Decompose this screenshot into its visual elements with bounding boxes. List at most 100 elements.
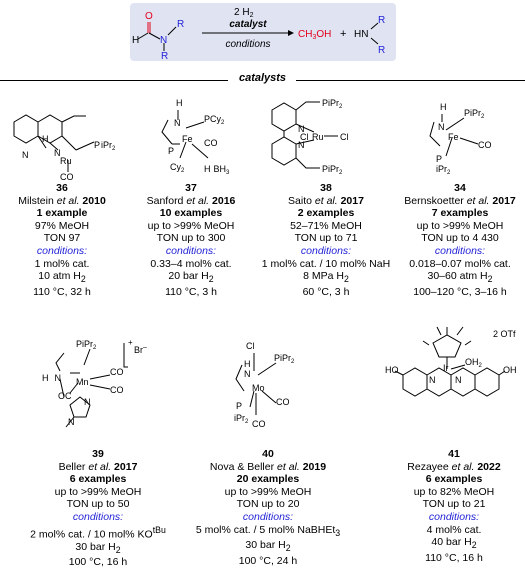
atom-co2: CO [252, 419, 266, 429]
atom-n2: N [54, 148, 61, 158]
structure-40: Cl H N Mo PiPr2 P iPr2 CO CO [234, 341, 295, 429]
structure-38: N N Ru Cl Cl PiPr2 PiPr2 [271, 98, 349, 176]
formamide-o: O [145, 11, 153, 22]
catalyst-author: Nova & Beller et al. 2019 [209, 460, 327, 473]
counter-ion-br: Br– [134, 344, 147, 355]
charge-plus: + [128, 338, 133, 347]
caption-36: 36 Milstein et al. 2010 1 example 97% Me… [0, 182, 124, 298]
yield: 97% MeOH [34, 219, 90, 232]
atom-co: CO [478, 140, 492, 150]
yield: up to 82% MeOH [413, 485, 495, 498]
caption-39: 39 Beller et al. 2017 6 examples up to >… [28, 448, 168, 569]
condition-1: 2 mol% cat. / 10 mol% KOtBu [30, 524, 166, 541]
atom-p2: P [236, 401, 242, 411]
ton: TON up to 4 430 [421, 232, 499, 245]
reaction-scheme-box [130, 3, 396, 61]
examples-count: 6 examples [425, 473, 483, 486]
atom-oh2: OH2 [465, 357, 483, 369]
condition-1: 5 mol% cat. / 5 mol% NaBHEt3 [195, 523, 341, 538]
condition-1: 1 mol% cat. / 10 mol% NaH [261, 257, 391, 270]
condition-2: 20 bar H2 [168, 270, 214, 285]
condition-2: 8 MPa H2 [303, 270, 349, 285]
plus-sign: + [340, 28, 346, 40]
condition-2: 10 atm H2 [38, 270, 86, 285]
condition-3: 110 °C, 16 h [425, 551, 483, 564]
conditions-label: conditions: [300, 244, 352, 257]
atom-co: CO [60, 172, 74, 182]
examples-count: 6 examples [69, 473, 127, 486]
catalyst-number: 34 [454, 182, 466, 194]
examples-count: 7 examples [431, 207, 489, 220]
atom-co: CO [204, 138, 218, 148]
condition-1: 0.018–0.07 mol% cat. [409, 257, 511, 270]
atom-n2: N [455, 375, 462, 385]
atom-fe: Fe [448, 132, 459, 142]
atom-mn: Mn [76, 377, 89, 387]
methanol: CH3OH [298, 29, 331, 41]
atom-pcy2: PCy2 [204, 114, 225, 126]
ton: TON up to 21 [422, 498, 486, 511]
conditions-label: conditions: [434, 244, 486, 257]
conditions-label: conditions: [36, 244, 88, 257]
atom-cl2: Cl [340, 132, 349, 142]
condition-1: 0.33–4 mol% cat. [150, 257, 232, 270]
condition-3: 60 °C, 3 h [302, 285, 350, 298]
catalyst-number: 37 [185, 182, 197, 194]
amine-hn: HN [354, 29, 368, 40]
atom-n2: N [84, 397, 91, 407]
examples-count: 1 example [36, 207, 88, 220]
condition-3: 110 °C, 32 h [33, 285, 91, 298]
condition-2: 30 bar H2 [75, 540, 121, 555]
catalyst-author: Saito et al. 2017 [288, 194, 364, 207]
atom-cl1: Cl [300, 132, 309, 142]
conditions-label: conditions: [242, 510, 294, 523]
atom-oh: OH [503, 365, 517, 375]
atom-n1: N [429, 375, 436, 385]
atom-ipr2: iPr2 [436, 164, 451, 176]
examples-count: 2 examples [297, 207, 355, 220]
atom-cy2: Cy2 [170, 162, 185, 174]
atom-p: P [168, 146, 174, 156]
reagent-h2: 2 H2 [234, 7, 254, 19]
atom-p-ipr2: PiPr2 [94, 140, 116, 152]
catalyst-author: Beller et al. 2017 [58, 460, 138, 473]
ton: TON up to 50 [66, 498, 130, 511]
atom-n: N [438, 122, 445, 132]
atom-n3: N [68, 417, 75, 427]
atom-ru: Ru [60, 156, 72, 166]
catalyst-number: 39 [92, 448, 104, 460]
atom-p: PiPr2 [76, 339, 97, 351]
yield: up to >99% MeOH [224, 485, 312, 498]
atom-p1: PiPr2 [274, 353, 295, 365]
atom-n: N [244, 369, 251, 379]
amine-r2: R [378, 45, 385, 56]
conditions-label: conditions: [165, 244, 217, 257]
catalyst-author: Milstein et al. 2010 [18, 194, 106, 207]
atom-p1: PiPr2 [322, 98, 343, 110]
catalyst-author: Bernskoetter et al. 2017 [404, 194, 516, 207]
ton: TON up to 71 [294, 232, 358, 245]
atom-h: H [176, 98, 183, 108]
catalyst-label: catalyst [229, 19, 267, 30]
examples-count: 20 examples [236, 473, 300, 486]
structure-41: 2 OTf HO OH Ir OH2 N N [385, 326, 517, 397]
catalyst-number: 36 [56, 182, 68, 194]
catalyst-number: 40 [262, 448, 274, 460]
atom-ipr2: iPr2 [234, 413, 249, 425]
conditions-label: conditions [225, 39, 270, 50]
yield: up to >99% MeOH [147, 219, 235, 232]
catalyst-author: Sanford et al. 2016 [146, 194, 236, 207]
formamide-h: H [132, 35, 139, 46]
ton: TON 97 [43, 232, 81, 245]
caption-38: 38 Saito et al. 2017 2 examples 52–71% M… [256, 182, 396, 298]
formamide-r1: R [177, 19, 184, 30]
condition-3: 100 °C, 16 h [68, 556, 128, 569]
atom-ho: HO [385, 365, 399, 375]
atom-n2: N [298, 140, 305, 150]
condition-3: 100–120 °C, 3–16 h [413, 285, 507, 298]
atom-fe: Fe [182, 134, 193, 144]
yield: up to >99% MeOH [54, 485, 142, 498]
atom-mo: Mo [252, 383, 265, 393]
